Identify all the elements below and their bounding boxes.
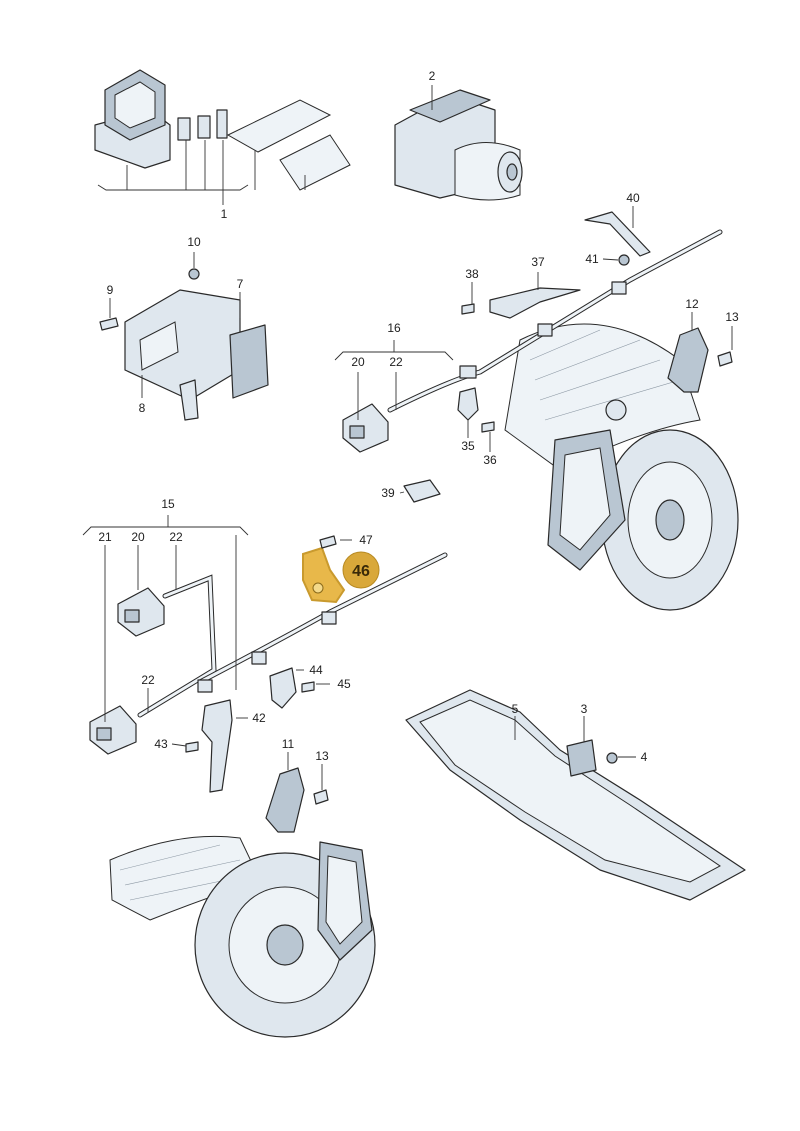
callout-37: 37 [531,255,545,269]
cable-clip-35[interactable] [457,387,495,452]
callout-42: 42 [252,711,266,725]
callout-7: 7 [237,277,244,291]
wheel-speed-sensor-cable-rear[interactable] [82,515,448,755]
rear-brake-disc-assembly [109,835,376,1038]
callout-22-bottom-lower: 22 [141,673,155,687]
callout-41: 41 [585,252,599,266]
wheel-speed-sensor-cable-front[interactable] [334,229,723,453]
callout-22-bottom-upper: 22 [169,530,183,544]
callout-22-top: 22 [389,355,403,369]
callout-21: 21 [98,530,112,544]
abs-control-unit-kit[interactable] [94,69,351,205]
callout-16: 16 [387,321,401,335]
cable-bracket-42[interactable] [171,699,248,793]
callout-38: 38 [465,267,479,281]
callout-45: 45 [337,677,351,691]
callout-15: 15 [161,497,175,511]
front-brake-disc-assembly [504,323,739,611]
callout-2: 2 [429,69,436,83]
callout-5: 5 [512,702,519,716]
callout-36: 36 [483,453,497,467]
speed-sensor-rear[interactable] [265,752,329,833]
callout-43: 43 [154,737,168,751]
callout-1: 1 [221,207,228,221]
callout-11: 11 [282,737,295,751]
callout-10: 10 [187,235,201,249]
hydraulic-unit[interactable] [394,85,523,201]
highlighted-bracket-46[interactable] [302,535,352,604]
callout-4: 4 [641,750,648,764]
cable-bracket-40[interactable] [584,206,651,266]
callout-46-badge[interactable] [342,551,380,589]
callout-39: 39 [381,486,395,500]
callout-44: 44 [309,663,323,677]
callout-3: 3 [581,702,588,716]
callout-20-top: 20 [351,355,365,369]
callout-20-bottom: 20 [131,530,145,544]
callout-13-bottom: 13 [315,749,329,763]
callout-13-top: 13 [725,310,739,324]
cable-holder-39[interactable] [399,479,441,503]
callout-46: 46 [352,563,370,580]
callout-9: 9 [107,283,114,297]
callout-8: 8 [139,401,146,415]
underbody-mounting-plate[interactable] [405,689,746,901]
callout-47: 47 [359,533,373,547]
control-unit-bracket[interactable] [99,252,269,421]
callout-12: 12 [685,297,699,311]
cable-bracket-37[interactable] [461,272,581,319]
callout-35: 35 [461,439,475,453]
speed-sensor-front[interactable] [667,312,733,393]
callout-40: 40 [626,191,640,205]
cable-clip-44[interactable] [269,667,330,709]
